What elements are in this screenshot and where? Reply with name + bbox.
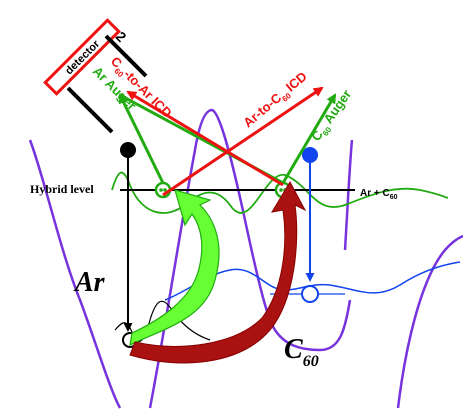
ar-to-c60-icd-arrow	[162, 86, 324, 197]
c60-to-ar-icd-arrow	[126, 90, 284, 187]
c60-label: C60	[284, 334, 319, 370]
c60-potential-wall-right	[343, 139, 354, 251]
ar-plus-c60-label: Ar + C60	[360, 188, 398, 201]
c60-auger-arrow	[281, 93, 337, 184]
hybrid-level-label: Hybrid level	[30, 182, 94, 196]
detector-slit-lower	[66, 86, 114, 134]
ar-relaxation-arrow-green	[129, 189, 220, 347]
c60-core-hole	[301, 285, 319, 303]
c60-relaxation-arrow-red	[129, 180, 307, 364]
ar-auger-arrow	[118, 93, 165, 184]
ar-label: Ar	[73, 267, 106, 298]
ar-orbital-wave	[114, 300, 211, 342]
c60-electron-filled	[302, 147, 318, 163]
detector-slit-upper	[104, 34, 148, 78]
central-potential-barrier	[148, 108, 352, 409]
right-potential-curve	[396, 234, 463, 409]
ar-potential-well-left	[28, 139, 122, 409]
ar-electron-filled	[120, 142, 136, 158]
hybrid-wavefunction	[111, 171, 449, 214]
